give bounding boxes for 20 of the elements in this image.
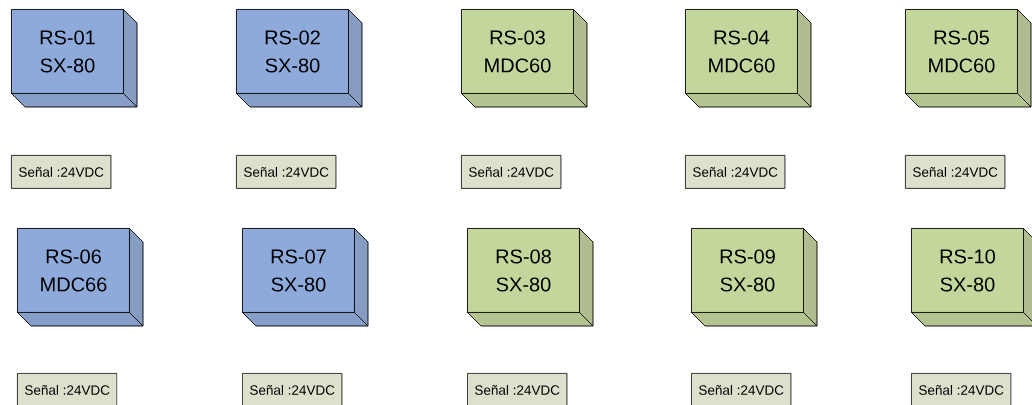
- device-block: RS-03 MDC60: [460, 8, 588, 108]
- signal-label-box: Señal :24VDC: [236, 155, 337, 189]
- device-block: RS-06 MDC66: [16, 227, 144, 327]
- device-block: RS-05 MDC60: [904, 8, 1032, 108]
- signal-label-box: Señal :24VDC: [685, 155, 786, 189]
- signal-label-box: Señal :24VDC: [242, 373, 343, 405]
- signal-label-box: Señal :24VDC: [11, 155, 112, 189]
- signal-label-box: Señal :24VDC: [691, 373, 792, 405]
- device-block: RS-08 SX-80: [466, 227, 594, 327]
- signal-label-box: Señal :24VDC: [911, 373, 1012, 405]
- device-block: RS-09 SX-80: [690, 227, 818, 327]
- device-block: RS-04 MDC60: [684, 8, 812, 108]
- signal-label-box: Señal :24VDC: [905, 155, 1006, 189]
- signal-label-box: Señal :24VDC: [467, 373, 568, 405]
- device-block: RS-07 SX-80: [241, 227, 369, 327]
- device-block: RS-10 SX-80: [910, 227, 1032, 327]
- device-block: RS-02 SX-80: [235, 8, 363, 108]
- signal-label-box: Señal :24VDC: [461, 155, 562, 189]
- device-block: RS-01 SX-80: [10, 8, 138, 108]
- signal-label-box: Señal :24VDC: [17, 373, 118, 405]
